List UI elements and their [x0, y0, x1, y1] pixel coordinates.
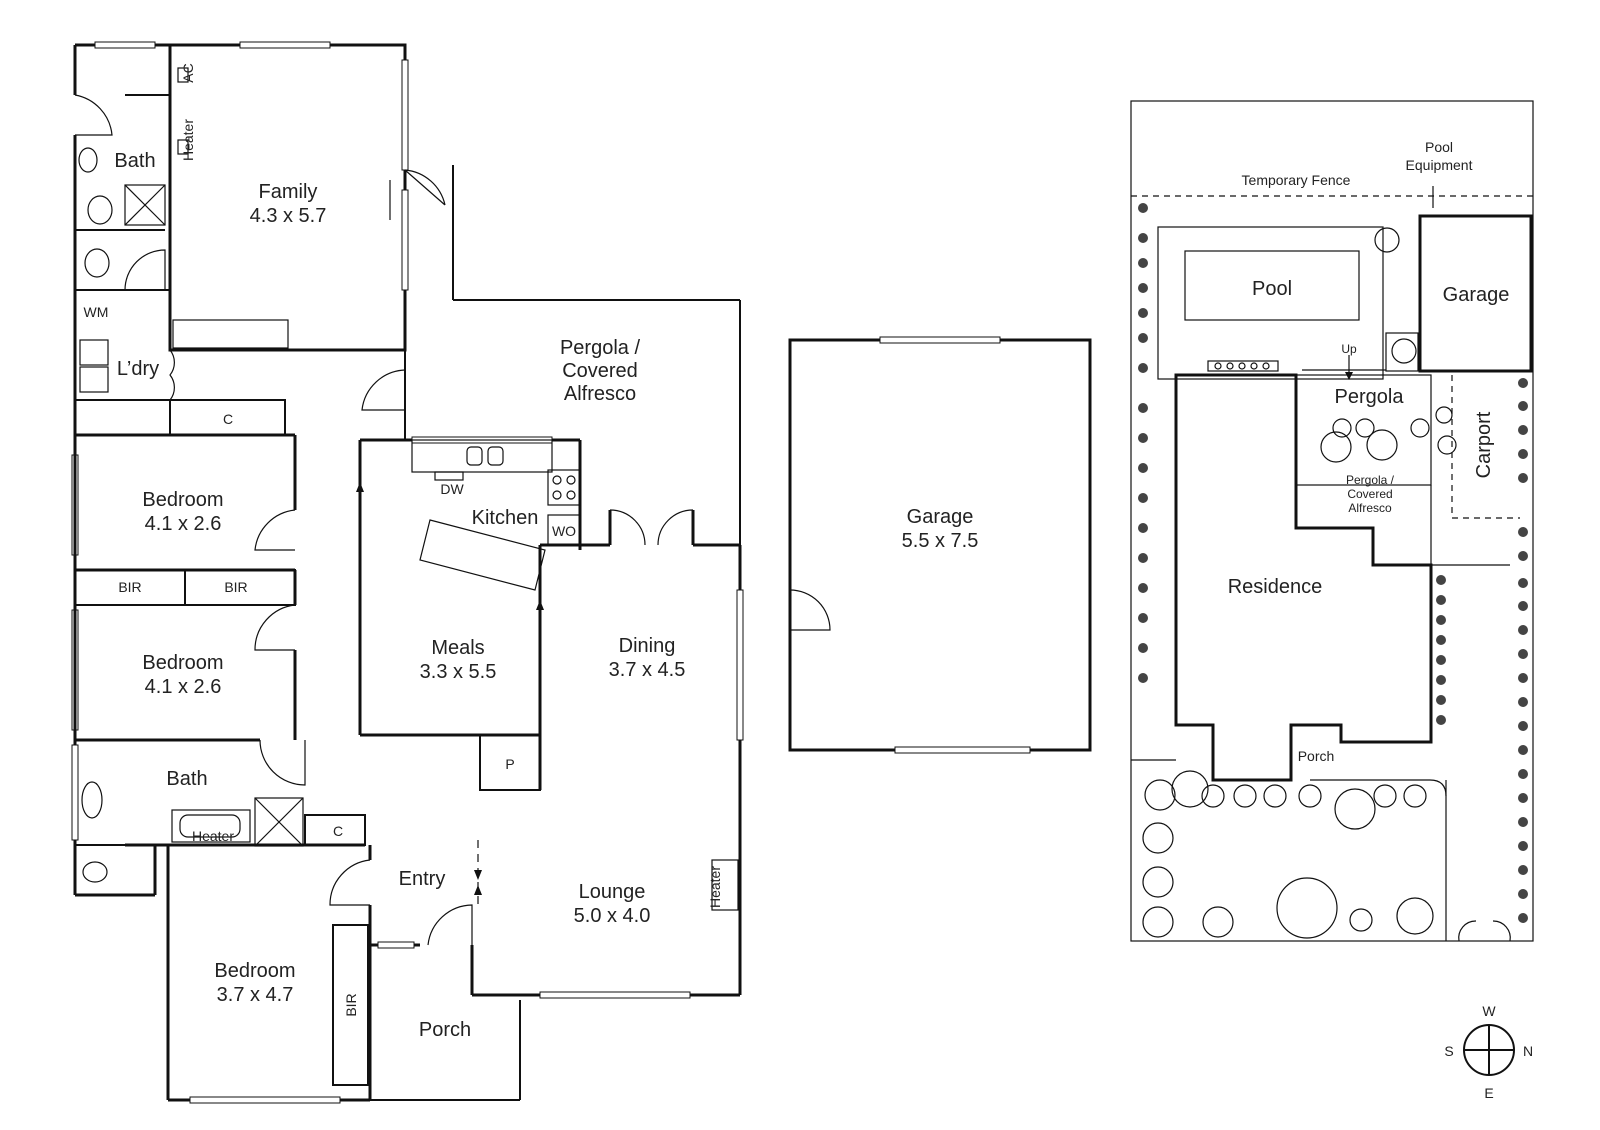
- site-garage-label: Garage: [1443, 284, 1510, 306]
- alfresco-line1: Pergola /: [1346, 473, 1395, 487]
- wo-label: WO: [552, 523, 576, 539]
- pergola-line1: Pergola /: [560, 337, 640, 359]
- compass-e: E: [1484, 1085, 1493, 1101]
- pergola-line3: Alfresco: [564, 383, 636, 405]
- pool-equipment-label-1: Pool: [1425, 139, 1453, 155]
- residence-label: Residence: [1228, 576, 1323, 598]
- bir-label: BIR: [118, 579, 141, 595]
- porch-label: Porch: [419, 1019, 471, 1041]
- meals-label: Meals: [431, 637, 484, 659]
- carport-label: Carport: [1473, 411, 1495, 478]
- cupboard-label: C: [333, 823, 343, 839]
- dining-dims: 3.7 x 4.5: [609, 659, 686, 681]
- heater-lounge-label: Heater: [707, 866, 723, 908]
- site-plan-labels: Pool Equipment Temporary Fence Pool Gara…: [1228, 139, 1510, 764]
- dw-label: DW: [440, 481, 464, 497]
- entry-label: Entry: [399, 868, 446, 890]
- bedroom-2-label: Bedroom: [142, 652, 223, 674]
- cupboard-label: C: [223, 411, 233, 427]
- site-plan: [1130, 100, 1534, 942]
- pergola-line2: Covered: [562, 360, 638, 382]
- meals-dims: 3.3 x 5.5: [420, 661, 497, 683]
- alfresco-line3: Alfresco: [1348, 501, 1392, 515]
- site-pergola-label: Pergola: [1335, 386, 1405, 408]
- pantry-label: P: [505, 756, 514, 772]
- ac-label: AC: [180, 63, 196, 82]
- temporary-fence-label: Temporary Fence: [1242, 172, 1351, 188]
- compass-n: N: [1523, 1043, 1533, 1059]
- bedroom-3-label: Bedroom: [214, 960, 295, 982]
- bir-label: BIR: [343, 993, 359, 1016]
- bedroom-2-dims: 4.1 x 2.6: [145, 676, 222, 698]
- floor-plan-labels: Family 4.3 x 5.7 AC Heater Bath WM L’dry…: [84, 63, 979, 1041]
- alfresco-line2: Covered: [1347, 487, 1392, 501]
- up-label: Up: [1341, 342, 1357, 356]
- laundry-label: L’dry: [117, 358, 159, 380]
- bath-label: Bath: [114, 150, 155, 172]
- family-room-dims: 4.3 x 5.7: [250, 205, 327, 227]
- compass-icon: W S N E: [1444, 1003, 1533, 1101]
- heater-bath-label: Heater: [192, 828, 234, 844]
- bedroom-1-label: Bedroom: [142, 489, 223, 511]
- lounge-label: Lounge: [579, 881, 646, 903]
- garage-label: Garage: [907, 506, 974, 528]
- lounge-dims: 5.0 x 4.0: [574, 905, 651, 927]
- site-porch-label: Porch: [1298, 748, 1335, 764]
- heater-family-label: Heater: [180, 119, 196, 161]
- garage-dims: 5.5 x 7.5: [902, 530, 979, 552]
- wm-label: WM: [84, 304, 109, 320]
- bedroom-3-dims: 3.7 x 4.7: [217, 984, 294, 1006]
- kitchen-label: Kitchen: [472, 507, 539, 529]
- family-room-label: Family: [259, 181, 318, 203]
- bedroom-1-dims: 4.1 x 2.6: [145, 513, 222, 535]
- compass-w: W: [1482, 1003, 1496, 1019]
- bir-label: BIR: [224, 579, 247, 595]
- house-floor-plan: [71, 41, 1092, 1104]
- pool-equipment-label-2: Equipment: [1406, 157, 1473, 173]
- compass-s: S: [1444, 1043, 1453, 1059]
- bath-2-label: Bath: [166, 768, 207, 790]
- dining-label: Dining: [619, 635, 676, 657]
- pool-label: Pool: [1252, 278, 1292, 300]
